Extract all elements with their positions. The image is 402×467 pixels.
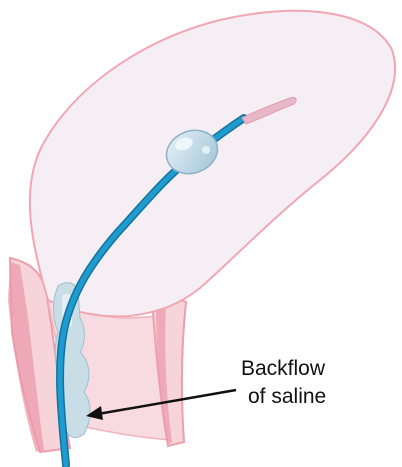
balloon-highlight-dot xyxy=(202,146,210,154)
cervix-left-wall-shade xyxy=(8,262,44,452)
callout-label-line-2: of saline xyxy=(248,385,327,408)
callout-label-line-1: Backflow xyxy=(241,357,326,380)
saline-stream xyxy=(241,97,297,125)
uterine-body xyxy=(28,9,397,318)
pointer-arrow-shaft xyxy=(97,388,237,416)
cervix-right-wall-shade xyxy=(156,302,172,444)
pointer-arrow-head xyxy=(86,406,103,420)
balloon-highlight xyxy=(175,137,193,151)
